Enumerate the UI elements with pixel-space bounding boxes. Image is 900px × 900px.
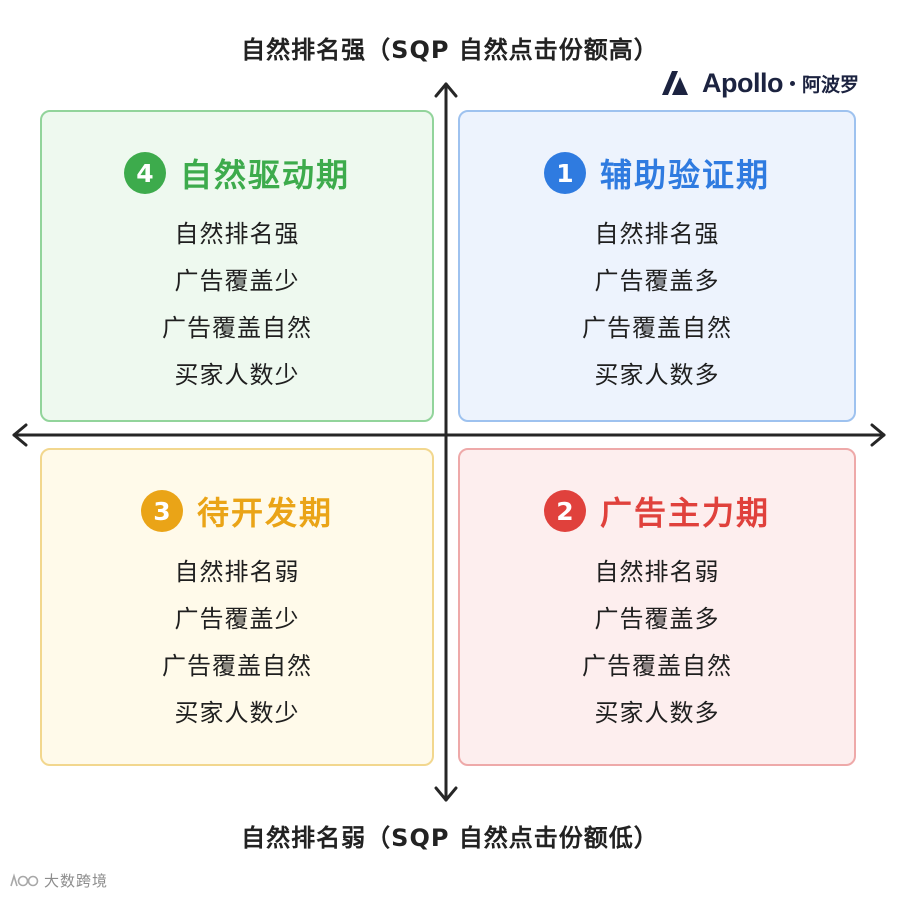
logo-separator-dot bbox=[789, 80, 795, 86]
quadrant-line: 买家人数少 bbox=[174, 361, 300, 389]
quadrant-natural-driven: 4 自然驱动期 自然排名强 广告覆盖少 广告覆盖自然 买家人数少 bbox=[40, 110, 434, 422]
quadrant-line: 买家人数多 bbox=[594, 361, 720, 389]
quadrant-line: 广告覆盖自然 bbox=[162, 652, 312, 680]
logo-wordmark: Apollo bbox=[702, 67, 783, 98]
apollo-logo-icon bbox=[662, 71, 688, 95]
arrow-left-icon bbox=[12, 423, 28, 447]
quadrant-line: 自然排名强 bbox=[594, 220, 720, 248]
quadrant-line: 买家人数多 bbox=[594, 699, 720, 727]
quadrant-header: 1 辅助验证期 bbox=[460, 150, 854, 196]
quadrant-line: 广告覆盖自然 bbox=[162, 314, 312, 342]
quadrant-lines: 自然排名弱 广告覆盖多 广告覆盖自然 买家人数多 bbox=[460, 549, 854, 737]
quadrant-ad-dominant: 2 广告主力期 自然排名弱 广告覆盖多 广告覆盖自然 买家人数多 bbox=[458, 448, 856, 766]
logo-chinese-name: 阿波罗 bbox=[801, 73, 859, 96]
quadrant-line: 广告覆盖自然 bbox=[582, 314, 732, 342]
quadrant-line: 广告覆盖少 bbox=[174, 267, 300, 295]
quadrant-line: 广告覆盖少 bbox=[174, 605, 300, 633]
watermark: 大数跨境 bbox=[8, 870, 108, 891]
quadrant-to-be-developed: 3 待开发期 自然排名弱 广告覆盖少 广告覆盖自然 买家人数少 bbox=[40, 448, 434, 766]
quadrant-lines: 自然排名弱 广告覆盖少 广告覆盖自然 买家人数少 bbox=[42, 549, 432, 737]
quadrant-line: 自然排名弱 bbox=[594, 558, 720, 586]
quadrant-assist-validation: 1 辅助验证期 自然排名强 广告覆盖多 广告覆盖自然 买家人数多 bbox=[458, 110, 856, 422]
quadrant-line: 广告覆盖多 bbox=[594, 267, 720, 295]
number-badge: 1 bbox=[543, 152, 586, 194]
quadrant-header: 3 待开发期 bbox=[42, 488, 432, 534]
quadrant-line: 买家人数少 bbox=[174, 699, 300, 727]
quadrant-header: 4 自然驱动期 bbox=[42, 150, 432, 196]
quadrant-line: 广告覆盖多 bbox=[594, 605, 720, 633]
arrow-up-icon bbox=[434, 82, 458, 98]
number-badge: 2 bbox=[543, 490, 586, 532]
apollo-logo: Apollo 阿波罗 bbox=[660, 66, 859, 100]
quadrant-title: 待开发期 bbox=[196, 494, 333, 532]
axis-bottom-label: 自然排名弱（SQP 自然点击份额低） bbox=[241, 824, 659, 852]
quadrant-title: 自然驱动期 bbox=[179, 156, 350, 194]
number-badge: 3 bbox=[140, 490, 183, 532]
quadrant-line: 广告覆盖自然 bbox=[582, 652, 732, 680]
arrow-down-icon bbox=[434, 786, 458, 802]
quadrant-lines: 自然排名强 广告覆盖多 广告覆盖自然 买家人数多 bbox=[460, 211, 854, 399]
axis-top-label: 自然排名强（SQP 自然点击份额高） bbox=[241, 36, 659, 64]
number-badge: 4 bbox=[123, 152, 166, 194]
quadrant-header: 2 广告主力期 bbox=[460, 488, 854, 534]
watermark-text: 大数跨境 bbox=[44, 872, 109, 890]
quadrant-line: 自然排名强 bbox=[174, 220, 300, 248]
quadrant-line: 自然排名弱 bbox=[174, 558, 300, 586]
quadrant-title: 广告主力期 bbox=[599, 494, 770, 532]
arrow-right-icon bbox=[870, 423, 886, 447]
quadrant-lines: 自然排名强 广告覆盖少 广告覆盖自然 买家人数少 bbox=[42, 211, 432, 399]
quadrant-title: 辅助验证期 bbox=[599, 156, 770, 194]
watermark-logo-icon bbox=[10, 872, 39, 886]
